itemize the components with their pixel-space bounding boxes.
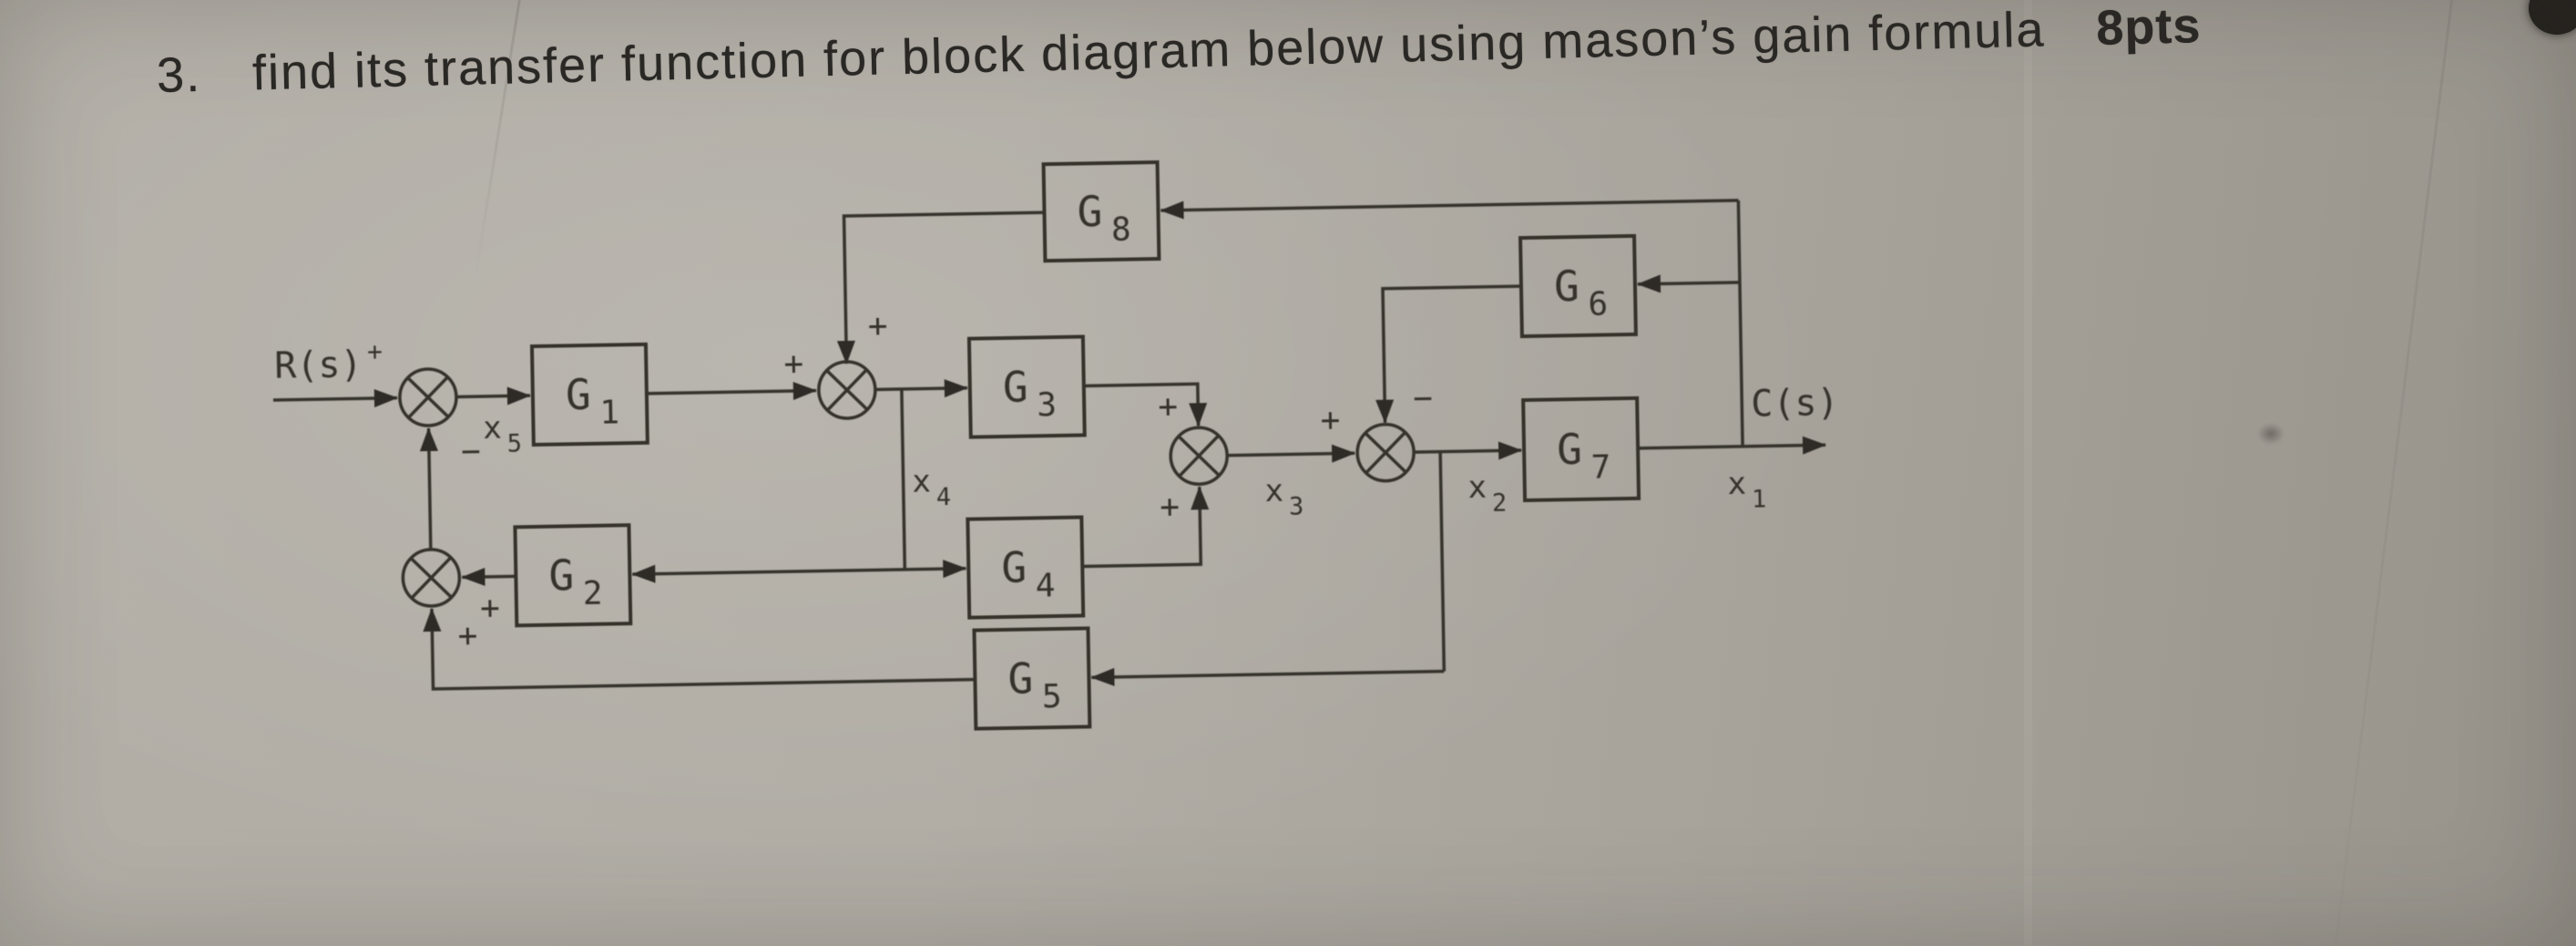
block-g5-box bbox=[972, 626, 1092, 731]
sum2-top-sign: + bbox=[867, 307, 887, 344]
block-g1-label: G bbox=[566, 370, 592, 419]
sum-junction-1 bbox=[398, 367, 458, 427]
sum-junction-5 bbox=[401, 548, 462, 608]
block-g3-box bbox=[966, 334, 1087, 439]
wire-g1-to-sum2 bbox=[646, 382, 817, 401]
signal-x1-label: x bbox=[1727, 466, 1746, 502]
block-g2-sub: 2 bbox=[583, 575, 603, 612]
wire-g4-to-sum3 bbox=[1082, 486, 1210, 569]
block-g6-sub: 6 bbox=[1588, 285, 1608, 323]
signal-x3-label: x bbox=[1264, 473, 1283, 509]
sum3-top-sign: + bbox=[1158, 388, 1178, 426]
wire-x2-takeoff-vertical bbox=[1438, 451, 1446, 672]
block-g2-box bbox=[513, 523, 633, 628]
block-g4-label: G bbox=[1001, 543, 1027, 592]
sum-junction-4 bbox=[1355, 422, 1416, 483]
sum5-bottom-sign: + bbox=[457, 617, 477, 654]
block-g6-label: G bbox=[1554, 262, 1580, 311]
wire-x1-takeoff-vertical bbox=[1736, 200, 1744, 447]
block-g8-sub: 8 bbox=[1111, 211, 1131, 249]
wire-g7-to-output bbox=[1638, 436, 1827, 455]
block-g8-label: G bbox=[1077, 187, 1103, 236]
ink-smudge bbox=[2257, 423, 2285, 445]
sum1-bottom-sign: − bbox=[461, 433, 481, 470]
wire-x4-to-g2 bbox=[631, 564, 905, 583]
block-g7-box bbox=[1521, 396, 1641, 503]
wire-x1-to-g6 bbox=[1636, 274, 1740, 293]
signal-x1-sub: 1 bbox=[1752, 485, 1767, 513]
wire-g8-to-sum2 bbox=[836, 211, 1045, 365]
wire-g5-to-sum5 bbox=[423, 607, 976, 691]
sum5-right-sign: + bbox=[480, 590, 500, 627]
wire-x4-takeoff-vertical bbox=[900, 388, 907, 570]
block-g1-box bbox=[529, 342, 649, 447]
wire-sum2-to-g3 bbox=[874, 379, 968, 398]
block-g3-sub: 3 bbox=[1037, 386, 1057, 424]
wire-x2-to-g5 bbox=[1090, 667, 1445, 686]
block-g5-label: G bbox=[1007, 653, 1034, 703]
signal-x2-sub: 2 bbox=[1492, 488, 1508, 517]
wire-g3-to-sum3 bbox=[1083, 382, 1208, 427]
input-sign: + bbox=[367, 336, 383, 366]
sum2-left-sign: + bbox=[783, 345, 803, 383]
wire-g2-to-sum5 bbox=[461, 567, 516, 586]
wire-g6-to-sum4 bbox=[1375, 284, 1522, 424]
sum-junction-2 bbox=[817, 360, 877, 420]
block-g7-sub: 7 bbox=[1590, 448, 1610, 486]
block-g8-box bbox=[1041, 159, 1161, 263]
block-g6-box bbox=[1518, 233, 1638, 339]
wire-sum3-to-sum4 bbox=[1227, 444, 1356, 463]
block-g4-sub: 4 bbox=[1035, 567, 1055, 604]
block-g4-box bbox=[966, 515, 1086, 620]
wire-x4-to-g4 bbox=[905, 560, 967, 579]
signal-x4-label: x bbox=[912, 463, 931, 499]
block-g1-sub: 1 bbox=[599, 394, 619, 431]
sum3-bottom-sign: + bbox=[1160, 488, 1180, 526]
wire-x1-to-g8 bbox=[1160, 199, 1739, 220]
signal-x3-sub: 3 bbox=[1289, 492, 1304, 520]
signal-x5-sub: 5 bbox=[506, 429, 522, 458]
sum4-left-sign: + bbox=[1320, 402, 1340, 439]
block-g2-label: G bbox=[548, 550, 575, 600]
block-g3-label: G bbox=[1003, 363, 1029, 412]
block-g7-label: G bbox=[1557, 425, 1583, 474]
wire-input-to-sum1 bbox=[272, 389, 398, 408]
input-label: R(s) bbox=[274, 344, 363, 387]
block-g5-sub: 5 bbox=[1042, 678, 1062, 715]
sum-junction-3 bbox=[1169, 426, 1229, 486]
signal-x2-label: x bbox=[1467, 469, 1487, 506]
wire-sum4-to-g7 bbox=[1414, 441, 1523, 460]
signal-x4-sub: 4 bbox=[936, 483, 952, 511]
sum4-top-sign: − bbox=[1413, 380, 1433, 417]
wire-sum5-to-sum1 bbox=[419, 427, 438, 550]
signal-x5-label: x bbox=[483, 410, 502, 447]
output-label: C(s) bbox=[1751, 382, 1839, 426]
